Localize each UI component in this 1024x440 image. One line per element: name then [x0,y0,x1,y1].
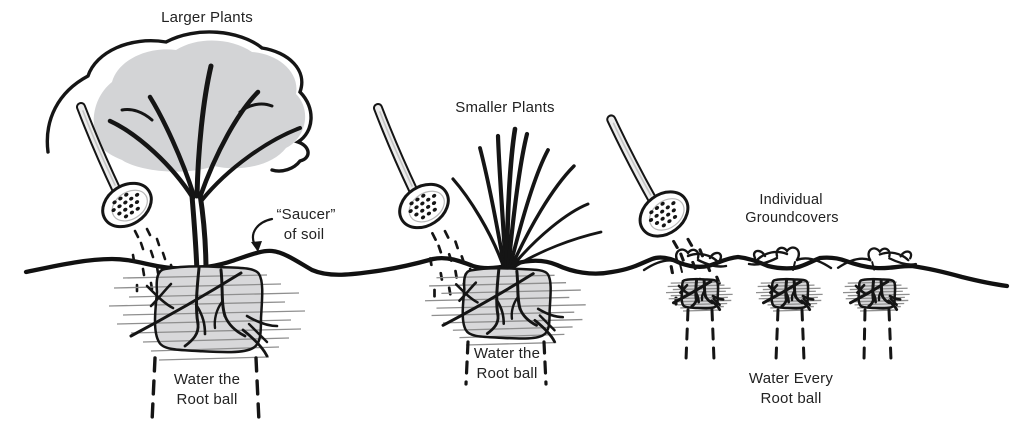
root-ball [107,264,307,362]
watering-zone-dashes [464,340,548,386]
label-larger-plants: Larger Plants [161,9,253,26]
caption-small-line1: Water the [474,345,540,362]
branches [107,63,302,275]
grass-blades [451,126,603,274]
soil-line [23,248,1010,289]
label-saucer-line1: “Saucer” [276,206,335,223]
saucer-arrow [251,217,274,245]
label-groundcovers-line2: Groundcovers [745,210,838,226]
root-ball [755,278,824,312]
saucer-annotation [251,217,274,252]
caption-large-line1: Water the [174,371,240,388]
watering-zone-dashes [684,308,893,362]
caption-groundcover-line1: Water Every [749,370,833,387]
label-smaller-plants: Smaller Plants [455,99,555,116]
smaller-plant-illustration [378,108,603,386]
label-saucer-line2: of soil [284,226,325,243]
root-ball [842,278,911,312]
root-ball [423,267,587,347]
caption-small-line2: Root ball [476,365,537,382]
caption-large-line2: Root ball [176,391,237,408]
label-groundcovers-line1: Individual [759,192,822,208]
canopy-outline [45,30,313,173]
groundcover-sprig [642,248,728,274]
caption-groundcover-line2: Root ball [760,390,821,407]
saucer-arrowhead [251,241,262,252]
canopy-shape [93,40,306,172]
watering-zone-dashes [150,356,261,424]
watering-wand-icon [611,114,698,248]
root-ball [665,278,734,312]
watering-wand-icon [378,108,456,237]
larger-plant-illustration [45,30,313,424]
groundcovers-illustration [611,114,918,362]
